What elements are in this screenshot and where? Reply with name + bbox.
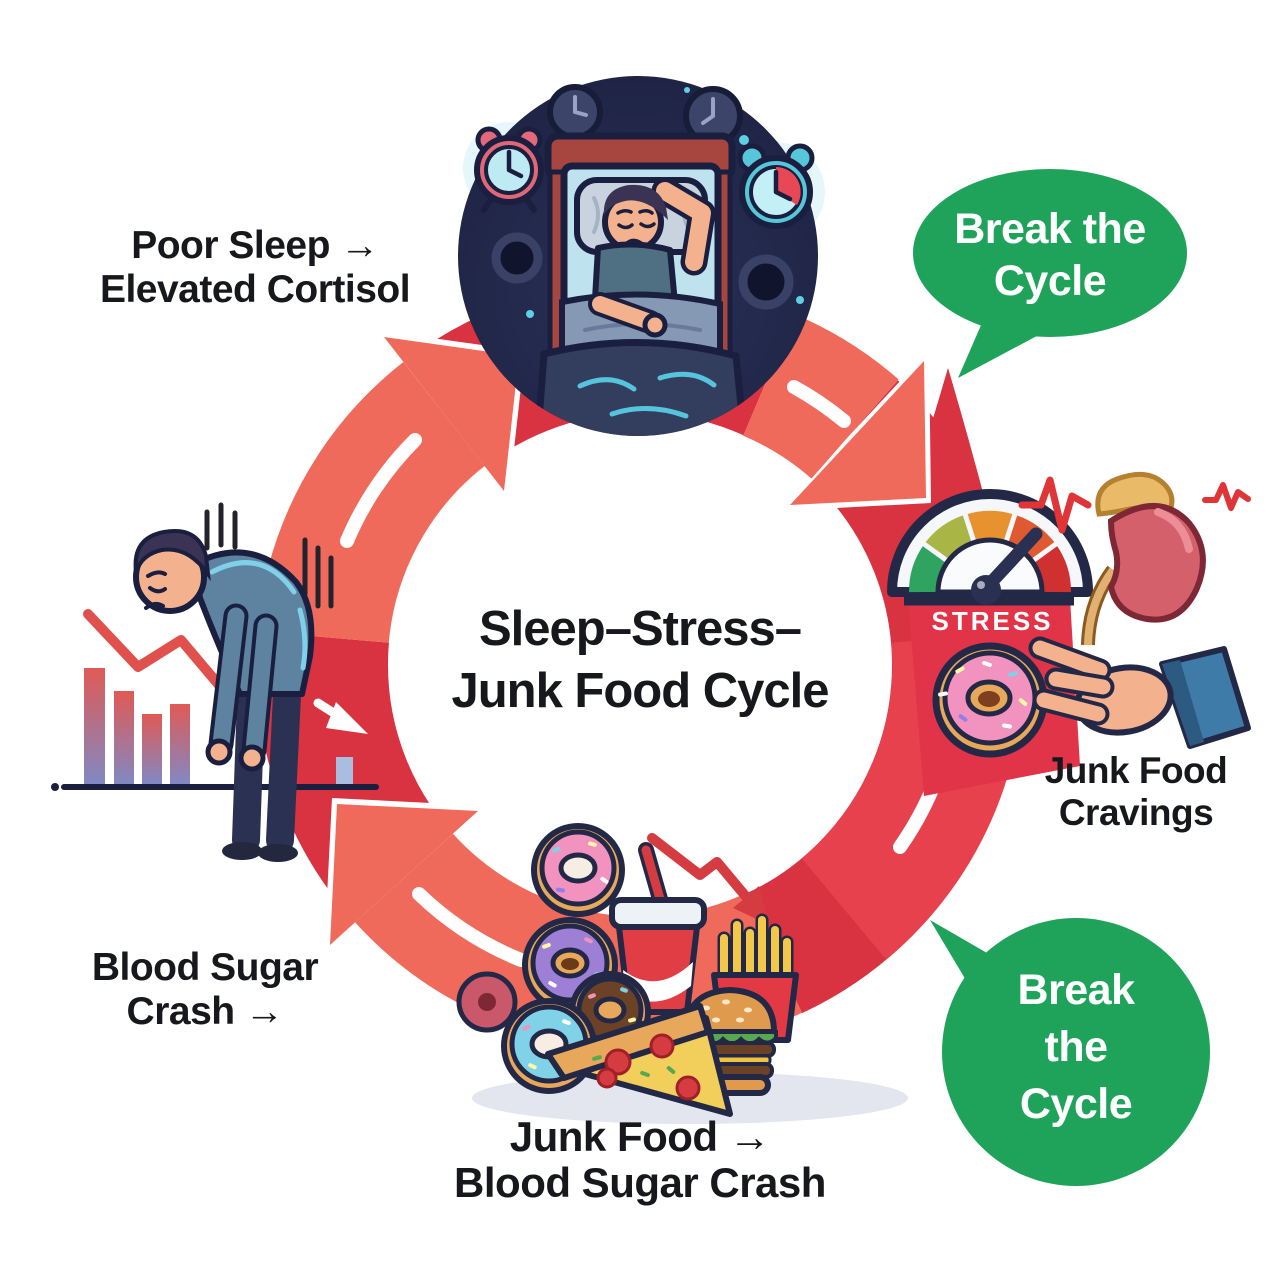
bubble-bottom-line2: the <box>1044 1023 1109 1072</box>
speech-bubble-icon <box>930 918 1210 1186</box>
break-cycle-bubble-bottom-text: Break the Cycle <box>956 962 1196 1134</box>
cycle-arrow-icon <box>738 305 931 511</box>
bubble-top-line1: Break the <box>954 205 1146 253</box>
label-blood-sugar-line1: Blood Sugar <box>91 946 319 989</box>
kidney-adrenal-icon <box>1081 471 1206 646</box>
label-cravings-line2: Cravings <box>1058 792 1214 834</box>
label-cravings-line1: Junk Food <box>1044 750 1228 791</box>
white-arrow-mark-icon <box>313 698 368 734</box>
break-cycle-bubble-top-text: Break the Cycle <box>913 203 1187 308</box>
speech-bubble-icon <box>913 169 1187 378</box>
donut-icon <box>932 642 1048 758</box>
declining-bar-chart-icon <box>51 609 379 791</box>
bubble-top-line2: Cycle <box>993 257 1107 306</box>
junk-food-cluster-icon <box>456 823 908 1124</box>
page-title-line1: Sleep–Stress– <box>478 602 802 656</box>
label-junk-food-crash: Junk Food → Blood Sugar Crash <box>360 1113 920 1207</box>
bubble-bottom-line1: Break <box>1017 966 1135 1014</box>
stress-gauge-icon <box>887 489 1093 605</box>
reaching-hand-icon <box>1028 636 1251 749</box>
cycle-arrow-icon <box>248 330 525 645</box>
partial-donut-hole <box>478 993 496 1011</box>
label-crash-line1: Junk Food → <box>509 1113 771 1160</box>
bubble-bottom-line3: Cycle <box>1019 1080 1133 1129</box>
page-title-line2: Junk Food Cycle <box>451 664 829 719</box>
page-title: Sleep–Stress– Junk Food Cycle <box>400 598 880 722</box>
bed-scene <box>534 132 748 436</box>
pink-donut-icon <box>531 823 625 917</box>
alarm-clock-icon <box>737 143 815 229</box>
label-crash-line2: Blood Sugar Crash <box>454 1159 826 1207</box>
label-poor-sleep-line2: Elevated Cortisol <box>99 268 411 312</box>
label-blood-sugar-crash: Blood Sugar Crash → <box>20 946 390 1035</box>
sleepless-person-illustration <box>458 76 825 436</box>
label-junk-food-cravings: Junk Food Cravings <box>1000 750 1272 834</box>
stress-gauge-label: STRESS <box>931 606 1054 636</box>
label-poor-sleep: Poor Sleep → Elevated Cortisol <box>40 224 470 313</box>
pizza-icon <box>545 1003 733 1117</box>
heartbeat-icon <box>1018 476 1251 534</box>
alarm-clock-icon <box>474 126 544 213</box>
tired-person-illustration <box>133 502 334 862</box>
label-poor-sleep-line1: Poor Sleep → <box>131 224 379 267</box>
stress-lines-icon <box>302 537 334 609</box>
label-blood-sugar-line2: Crash → <box>126 990 284 1034</box>
stress-lines-icon <box>204 502 238 551</box>
